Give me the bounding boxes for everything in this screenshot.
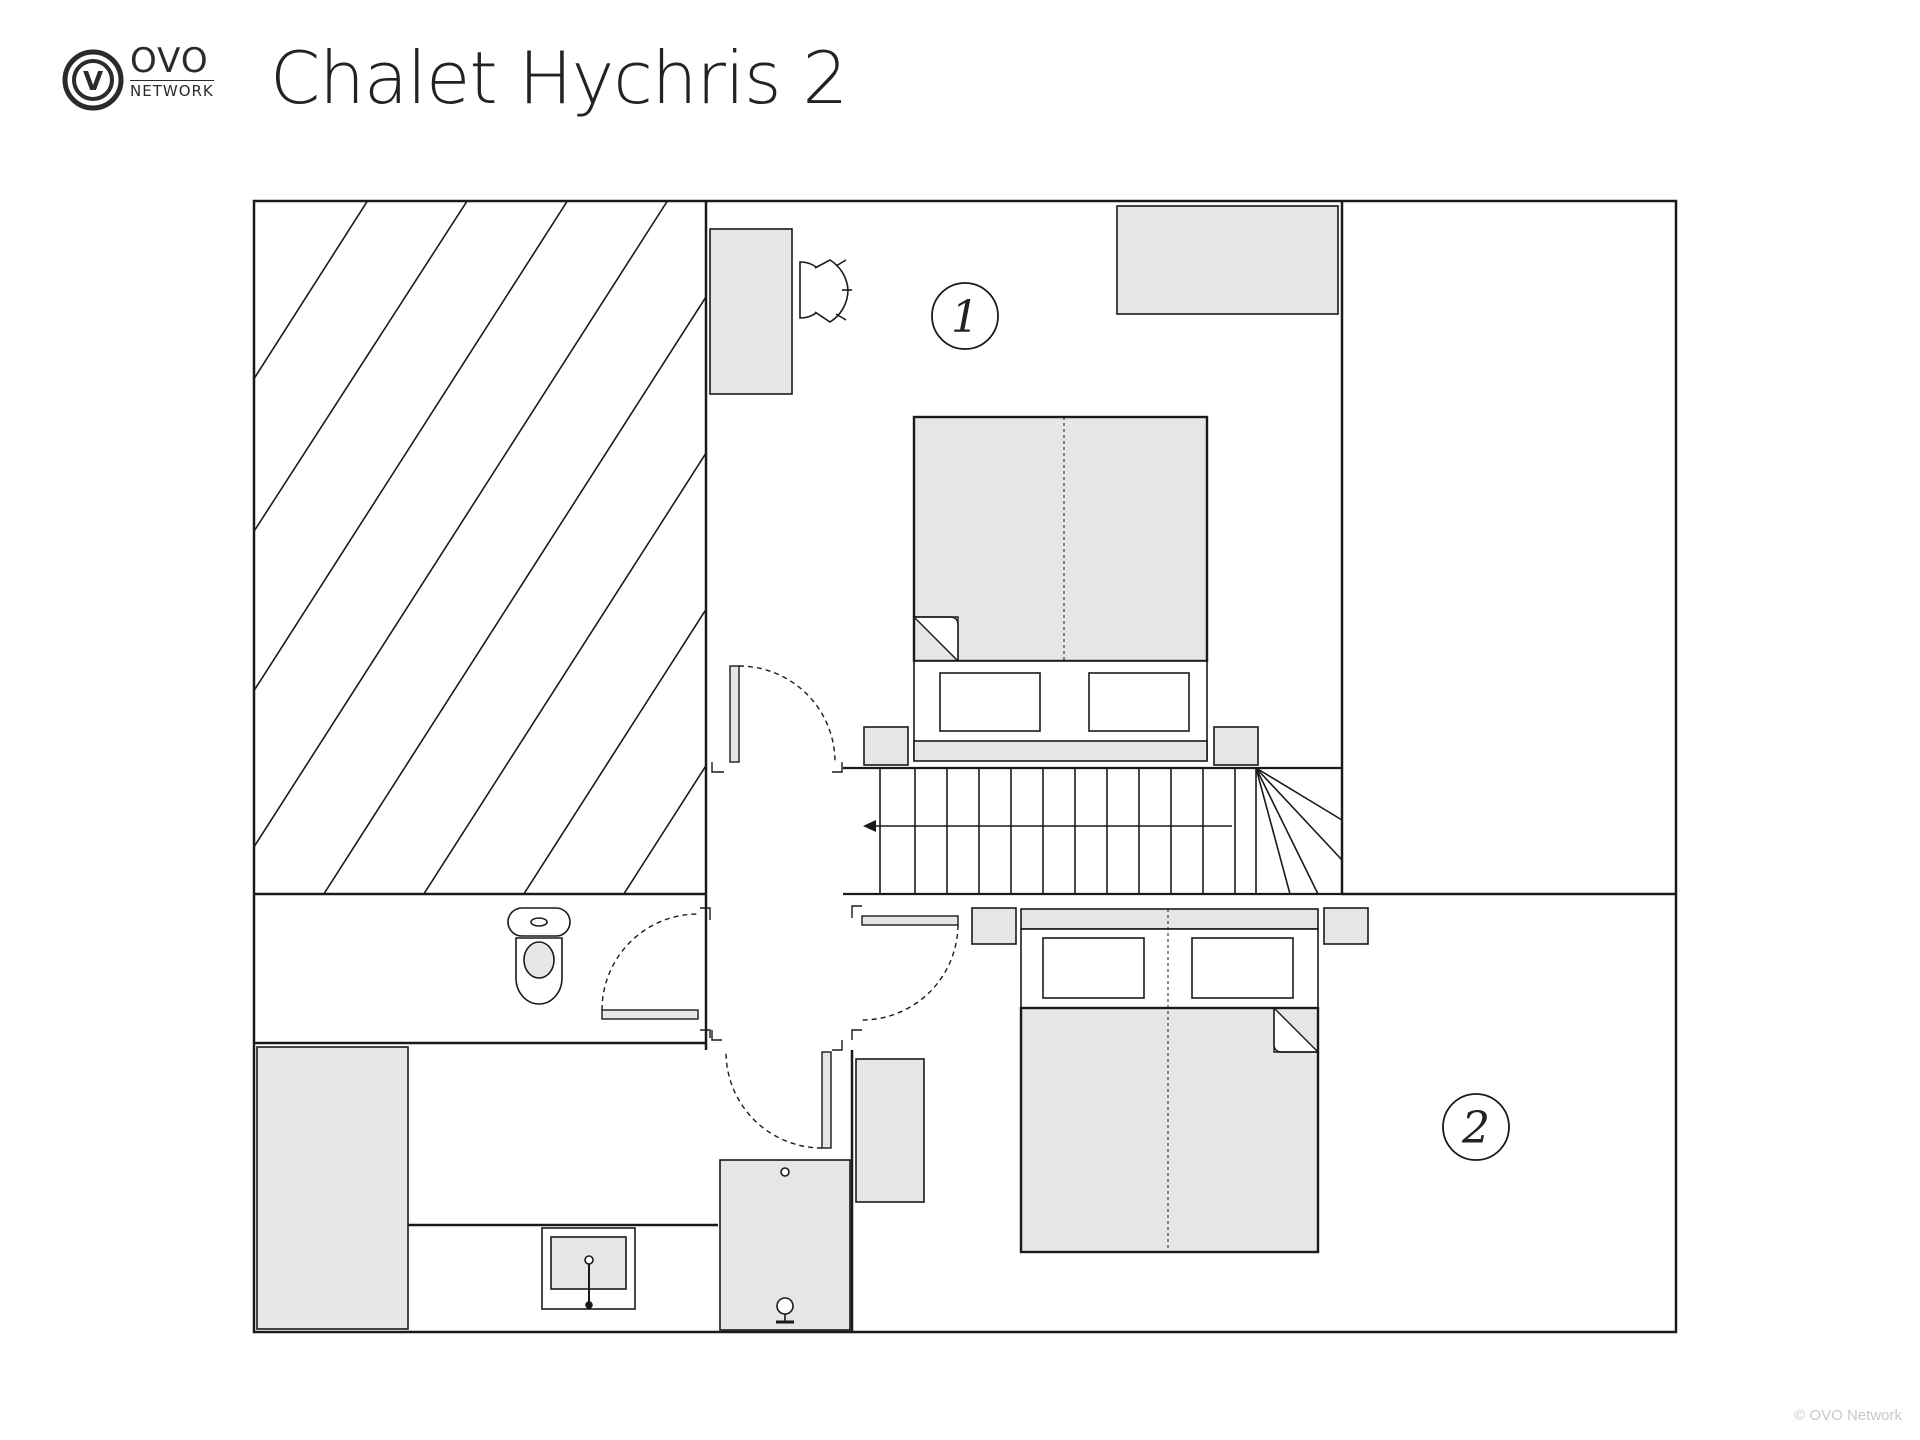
staircase	[843, 766, 1343, 896]
pillow	[939, 672, 1041, 732]
shower-tray	[719, 1159, 851, 1331]
room-badge-circle-icon	[931, 282, 999, 350]
bed-2-headboard	[1020, 908, 1319, 930]
pillow	[1042, 937, 1145, 999]
dresser	[855, 1058, 925, 1203]
logo-wordmark: OVO NETWORK	[130, 44, 214, 99]
door-wc	[601, 907, 711, 1038]
outer-wall	[252, 199, 1678, 1334]
pillow	[1191, 937, 1294, 999]
nightstand	[1323, 907, 1369, 945]
page-title: Chalet Hychris 2	[270, 36, 848, 120]
sink-icon	[541, 1227, 636, 1310]
bedroom-2-furniture	[855, 907, 1369, 1254]
stair-arrow-head-icon	[863, 820, 876, 832]
room-badge-circle-icon	[1442, 1093, 1510, 1161]
door-bathroom	[711, 1030, 843, 1149]
toilet-icon	[507, 907, 571, 1005]
room-number-2: 2	[1461, 1103, 1490, 1154]
doors	[601, 665, 959, 1149]
chair-icon	[799, 259, 852, 323]
bedroom-1-furniture	[709, 205, 1339, 766]
door-bedroom-1	[711, 665, 843, 773]
nightstand	[863, 726, 909, 766]
walls	[252, 199, 1678, 1334]
room-number-1: 1	[951, 292, 979, 343]
logo-primary-text: OVO	[130, 41, 209, 81]
page-header: V OVO NETWORK Chalet Hychris 2	[0, 0, 1920, 150]
logo-inner-ring-icon	[72, 59, 114, 101]
double-bed-2	[1019, 1006, 1320, 1254]
bathroom-fixtures	[256, 907, 851, 1331]
ovo-logo: V	[62, 49, 124, 111]
door-bedroom-2	[851, 905, 959, 1040]
logo-mark: V	[83, 67, 103, 97]
copyright-notice: © OVO Network	[1794, 1407, 1902, 1424]
desk	[709, 228, 793, 395]
room-badge-1: 1	[931, 282, 999, 350]
double-bed-1	[912, 415, 1209, 663]
nightstand	[1213, 726, 1259, 766]
logo-outer-ring-icon	[62, 49, 124, 111]
nightstand	[971, 907, 1017, 945]
room-badge-2: 2	[1442, 1093, 1510, 1161]
logo-secondary-text: NETWORK	[130, 80, 214, 100]
wardrobe-bedroom-1	[1116, 205, 1339, 315]
hatched-void-area	[254, 201, 706, 894]
bathtub	[256, 1046, 409, 1330]
pillow	[1088, 672, 1190, 732]
bed-1-headboard	[913, 740, 1208, 762]
